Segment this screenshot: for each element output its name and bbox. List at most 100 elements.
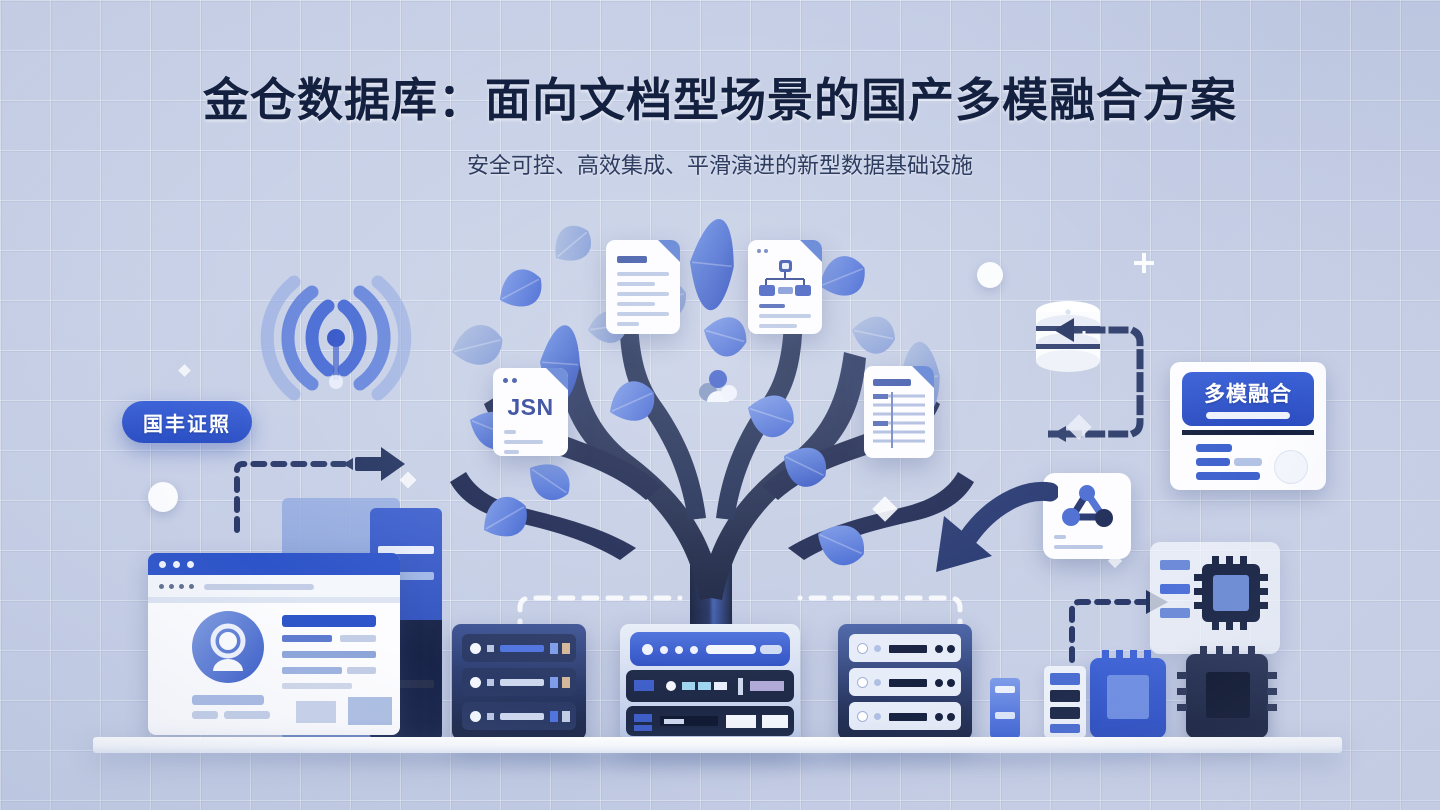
table-document-icon[interactable] xyxy=(864,366,934,458)
rack-bar xyxy=(726,715,756,728)
chip-pin xyxy=(1130,650,1137,660)
stack-unit xyxy=(1050,690,1080,702)
chip-pin xyxy=(1116,650,1123,660)
browser-window-icon[interactable] xyxy=(148,553,400,735)
rack-led xyxy=(487,713,494,720)
rack-bar xyxy=(562,677,570,688)
address-bar[interactable] xyxy=(204,584,314,590)
dot xyxy=(512,378,517,383)
rack-bar xyxy=(634,680,654,691)
multimodel-label: 多模融合 xyxy=(1204,383,1292,406)
leaf xyxy=(818,525,864,566)
content-line xyxy=(282,651,376,658)
cpu-chip-board-icon[interactable] xyxy=(1150,542,1280,654)
table-title xyxy=(873,379,911,386)
rack-led xyxy=(874,679,881,686)
chip-pin xyxy=(1267,672,1277,679)
card-line xyxy=(1196,444,1232,452)
content-heading xyxy=(282,615,376,627)
banner-underline xyxy=(1206,412,1290,419)
hierarchy-document-icon[interactable] xyxy=(748,240,822,334)
status-badge-domestic-license[interactable]: 国丰证照 xyxy=(122,401,252,443)
circle-decoration-icon xyxy=(148,482,178,512)
page-fold-icon xyxy=(658,240,680,262)
rack-led xyxy=(675,646,683,654)
chip-glyph xyxy=(1194,556,1268,630)
leaf xyxy=(852,316,896,354)
text-document-icon[interactable] xyxy=(606,240,680,334)
leaf xyxy=(500,269,542,307)
rack-unit xyxy=(626,670,794,702)
rack-bar xyxy=(634,725,652,731)
leaf xyxy=(820,256,865,296)
card-line xyxy=(1196,458,1230,466)
dot xyxy=(764,249,768,253)
json-label: JSN xyxy=(507,394,554,420)
tower-slot xyxy=(995,712,1015,719)
server-tower-mini-icon[interactable] xyxy=(990,678,1020,738)
rack-unit xyxy=(849,634,961,662)
browser-titlebar xyxy=(148,553,400,575)
rack-led xyxy=(935,645,943,653)
rack-stack-icon[interactable] xyxy=(1044,666,1086,738)
rack-bar xyxy=(500,713,544,720)
content-line xyxy=(192,695,264,705)
chip-pin xyxy=(1177,688,1187,695)
org-chart-glyph xyxy=(759,260,811,296)
chip-pin xyxy=(1232,646,1239,656)
rack-bar xyxy=(562,711,570,722)
rack-led xyxy=(642,644,653,655)
content-line xyxy=(282,667,342,674)
rack-unit xyxy=(462,702,576,730)
multimodel-card[interactable]: 多模融合 xyxy=(1170,362,1326,490)
server-rack-right[interactable] xyxy=(838,624,972,740)
rack-bar xyxy=(500,645,544,652)
leaf xyxy=(555,225,592,261)
rack-led xyxy=(666,681,676,691)
rack-led xyxy=(947,645,955,653)
chip-pin xyxy=(1216,646,1223,656)
rack-bar xyxy=(760,645,782,654)
rack-led xyxy=(470,677,481,688)
toolbar-dot xyxy=(179,584,184,589)
page-fold-icon xyxy=(546,368,568,390)
json-file-icon[interactable]: JSN xyxy=(493,368,568,456)
cpu-chip-blue-icon[interactable] xyxy=(1090,650,1166,738)
broadcast-signal-icon xyxy=(260,275,412,401)
content-line xyxy=(340,635,376,642)
window-dot xyxy=(187,561,194,568)
rack-bar xyxy=(762,715,788,728)
window-dot xyxy=(159,561,166,568)
page-fold-icon xyxy=(912,366,934,388)
chip-die xyxy=(1107,675,1149,719)
leaf xyxy=(748,395,794,438)
card-line xyxy=(1196,472,1260,480)
content-line xyxy=(282,635,332,642)
rack-bar xyxy=(682,682,695,690)
page-title: 金仓数据库：面向文档型场景的国产多模融合方案 xyxy=(203,74,1237,126)
window-dot xyxy=(173,561,180,568)
content-line xyxy=(192,711,218,719)
board-trace xyxy=(1160,584,1190,594)
tower-slot xyxy=(378,546,434,554)
server-rack-left[interactable] xyxy=(452,624,586,740)
users-group-icon xyxy=(699,370,737,402)
multimodel-banner: 多模融合 xyxy=(1182,372,1314,426)
dot xyxy=(757,249,761,253)
rack-bar xyxy=(550,711,558,722)
chip-pin xyxy=(1177,704,1187,711)
chip-pin xyxy=(1248,646,1255,656)
card-line xyxy=(1234,458,1262,466)
content-line xyxy=(224,711,270,719)
tower-slot xyxy=(378,572,434,580)
browser-toolbar xyxy=(148,575,400,597)
rack-unit xyxy=(462,668,576,696)
rack-bar xyxy=(706,645,756,654)
rack-led xyxy=(690,646,698,654)
rack-bar xyxy=(500,679,544,686)
cpu-chip-dark-icon[interactable] xyxy=(1177,646,1277,738)
rack-led xyxy=(947,713,955,721)
server-rack-center[interactable] xyxy=(620,624,800,742)
rack-led xyxy=(935,713,943,721)
leaf xyxy=(530,464,570,500)
